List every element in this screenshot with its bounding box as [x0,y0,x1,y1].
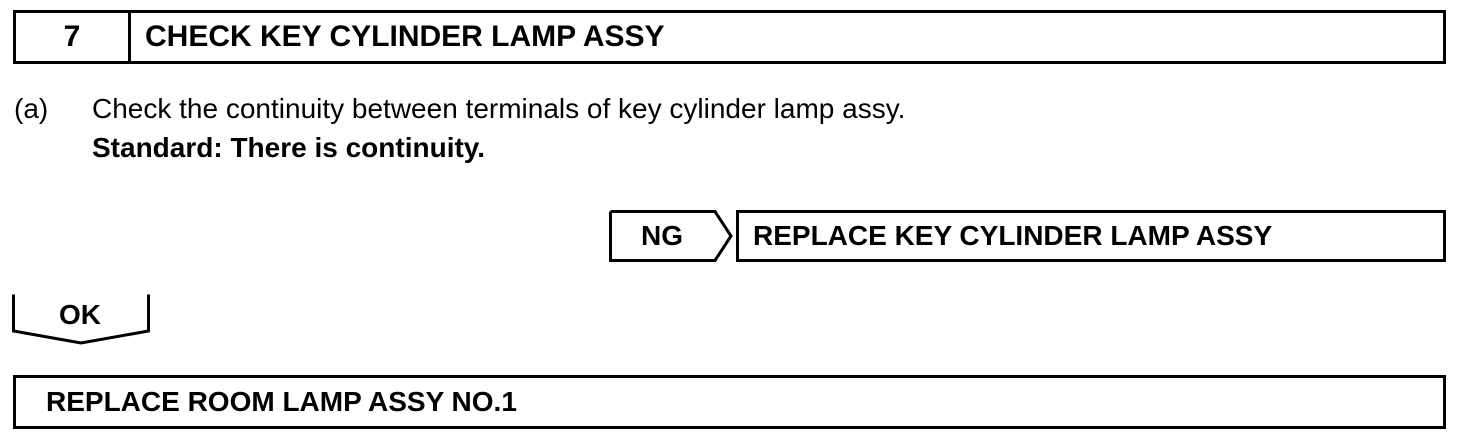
step-number: 7 [16,13,131,61]
check-item-label: (a) [14,93,49,124]
ng-label: NG [641,220,683,251]
ok-label: OK [59,299,101,330]
ng-arrow-shape [609,210,733,262]
check-standard: Standard: There is continuity. [92,132,486,163]
check-instruction: Check the continuity between terminals o… [92,93,906,124]
final-action-box: REPLACE ROOM LAMP ASSY NO.1 [13,375,1446,429]
step-title: CHECK KEY CYLINDER LAMP ASSY [145,20,665,53]
ok-arrow-shape [12,294,150,345]
step-header: 7 CHECK KEY CYLINDER LAMP ASSY [13,10,1446,64]
ng-action-box: REPLACE KEY CYLINDER LAMP ASSY [736,210,1446,262]
